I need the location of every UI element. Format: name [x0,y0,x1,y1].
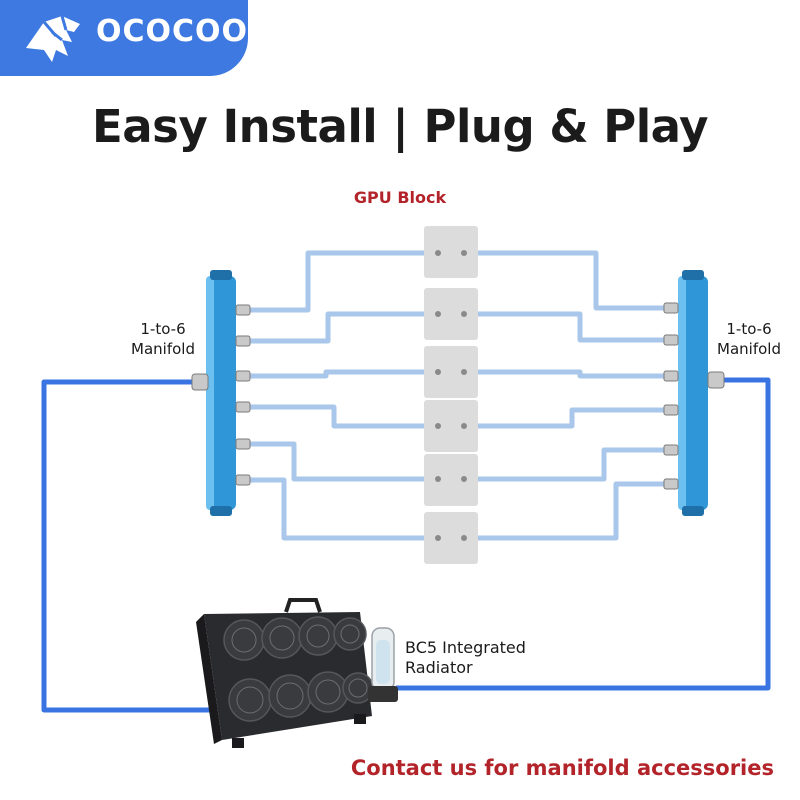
page-title: Easy Install | Plug & Play [92,100,708,153]
left-manifold [191,270,251,516]
gpu-block [424,512,478,564]
gpu-block-label: GPU Block [353,188,447,207]
distribution-tubes [248,250,666,541]
left-manifold-label: 1-to-6 Manifold [131,320,195,358]
gpu-block [424,288,478,340]
gpu-block [424,346,478,398]
contact-footer: Contact us for manifold accessories [350,756,774,780]
horse-head-logo-icon [26,15,80,62]
brand-name: OCOCOO [96,14,249,49]
brand-banner: OCOCOO [0,0,248,76]
right-manifold-label: 1-to-6 Manifold [717,320,781,358]
left-loop-tube [41,379,210,713]
gpu-blocks [424,226,478,564]
gpu-block [424,226,478,278]
right-loop-tube [396,377,771,691]
radiator-label: BC5 Integrated Radiator [405,638,526,677]
gpu-block [424,400,478,452]
radiator-unit [196,598,398,748]
right-manifold [663,270,725,516]
gpu-block [424,454,478,506]
main-loop-tubes [41,377,771,713]
